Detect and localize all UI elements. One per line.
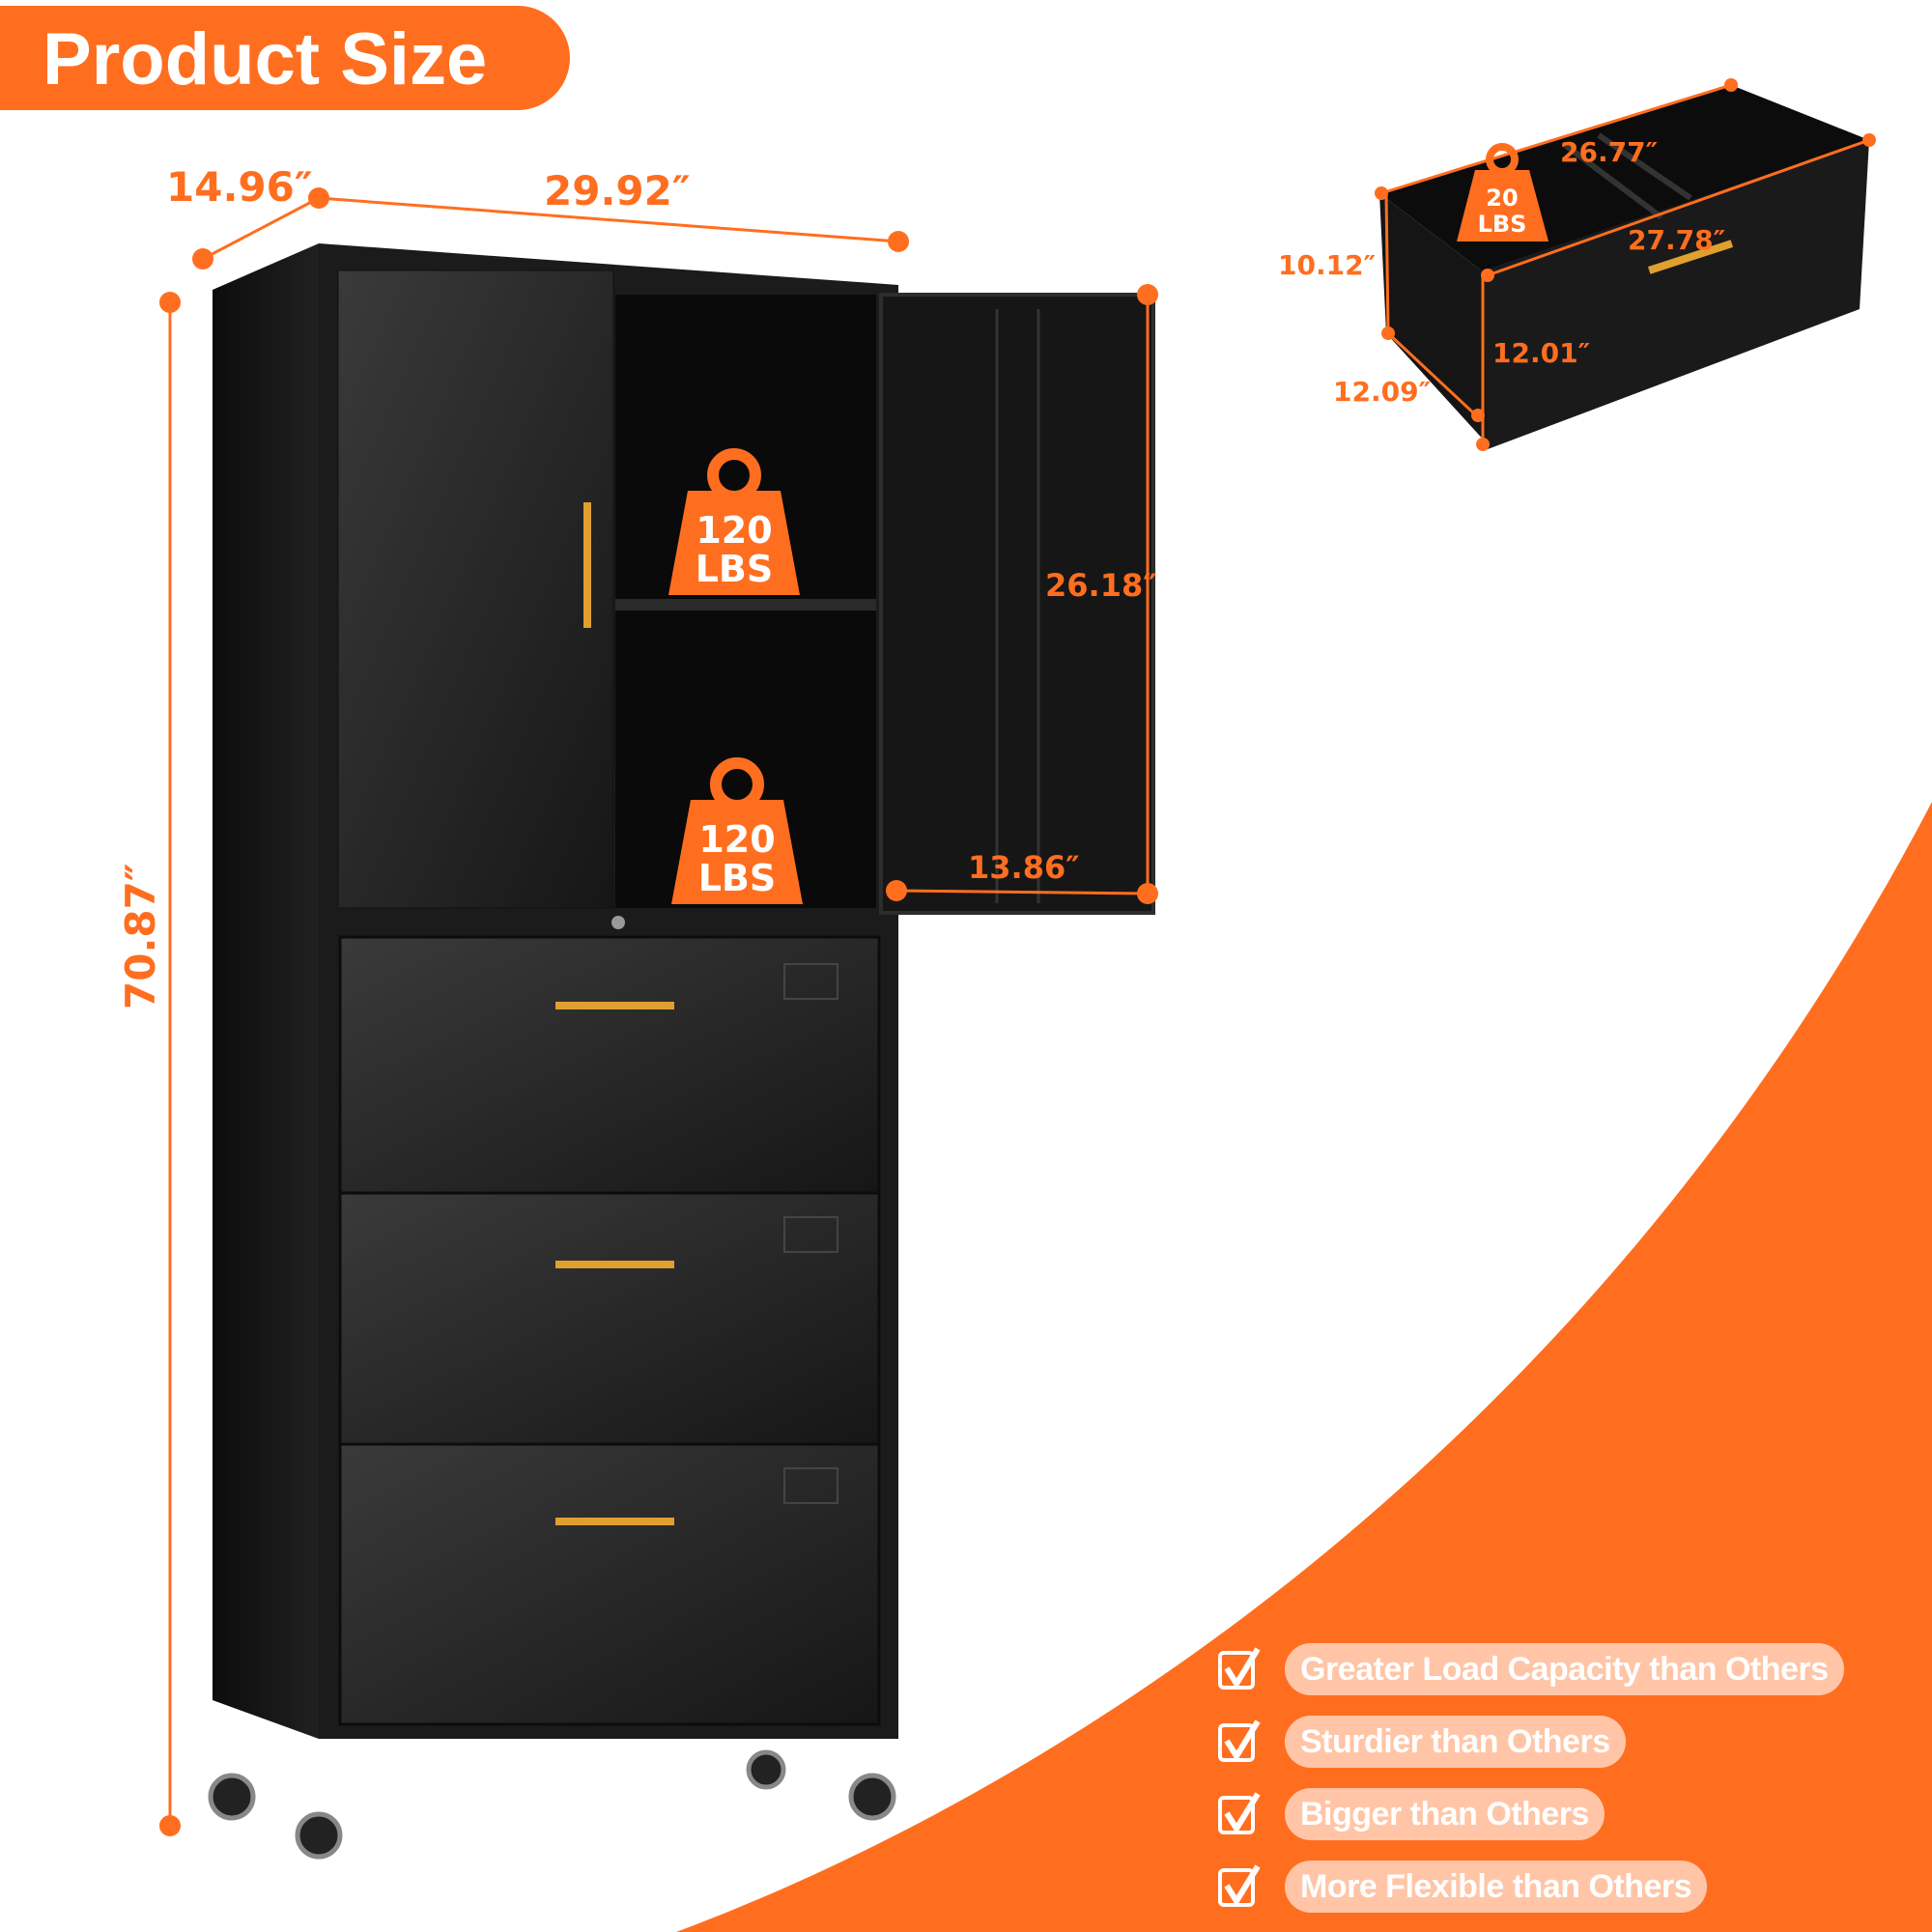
weight-icon-bottom: 120 LBS — [671, 757, 803, 904]
feature-list: Greater Load Capacity than Others Sturdi… — [1217, 1633, 1913, 1922]
cabinet-left-door — [337, 270, 614, 909]
cabinet — [208, 243, 1155, 1860]
dim-drawer-inner-width: 26.77″ — [1560, 136, 1658, 168]
dim-door-width: 13.86″ — [968, 849, 1080, 886]
checkbox-checked-icon — [1218, 1791, 1261, 1834]
casters — [208, 1749, 896, 1860]
feature-item: Sturdier than Others — [1217, 1705, 1913, 1777]
feature-label: Sturdier than Others — [1285, 1715, 1626, 1768]
door-handle — [583, 502, 591, 628]
dimension-lines — [159, 78, 1876, 1836]
weight-value: 120 — [698, 818, 775, 861]
dim-drawer-front-width: 27.78″ — [1628, 224, 1725, 256]
checkbox-checked-icon — [1218, 1646, 1261, 1690]
feature-item: Greater Load Capacity than Others — [1217, 1633, 1913, 1705]
dim-width: 29.92″ — [544, 167, 691, 214]
weight-unit: LBS — [696, 548, 774, 590]
feature-label: Greater Load Capacity than Others — [1285, 1642, 1844, 1695]
dim-drawer-front-height: 12.01″ — [1492, 337, 1590, 369]
weight-unit: LBS — [698, 857, 777, 899]
page-title: Product Size — [43, 18, 488, 100]
checkbox-checked-icon — [1218, 1863, 1261, 1907]
dim-depth: 14.96″ — [166, 163, 313, 211]
dim-door-height: 26.18″ — [1045, 567, 1157, 604]
weight-value: 20 — [1486, 185, 1518, 212]
feature-item: More Flexible than Others — [1217, 1850, 1913, 1922]
feature-label: Bigger than Others — [1285, 1787, 1605, 1840]
checkbox-checked-icon — [1218, 1719, 1261, 1762]
drawers — [338, 916, 881, 1726]
weight-value: 120 — [696, 509, 772, 552]
dim-drawer-height-back: 10.12″ — [1278, 249, 1376, 281]
weight-unit: LBS — [1478, 211, 1527, 238]
dim-height: 70.87″ — [117, 863, 164, 1009]
dim-drawer-depth: 12.09″ — [1333, 376, 1431, 408]
feature-item: Bigger than Others — [1217, 1777, 1913, 1850]
feature-label: More Flexible than Others — [1285, 1860, 1708, 1913]
cabinet-right-door-open — [879, 293, 1155, 915]
weight-icon-top: 120 LBS — [668, 448, 800, 595]
shelf — [615, 599, 876, 611]
weight-icon-drawer: 20 LBS — [1457, 143, 1548, 242]
title-banner: Product Size — [0, 6, 570, 110]
